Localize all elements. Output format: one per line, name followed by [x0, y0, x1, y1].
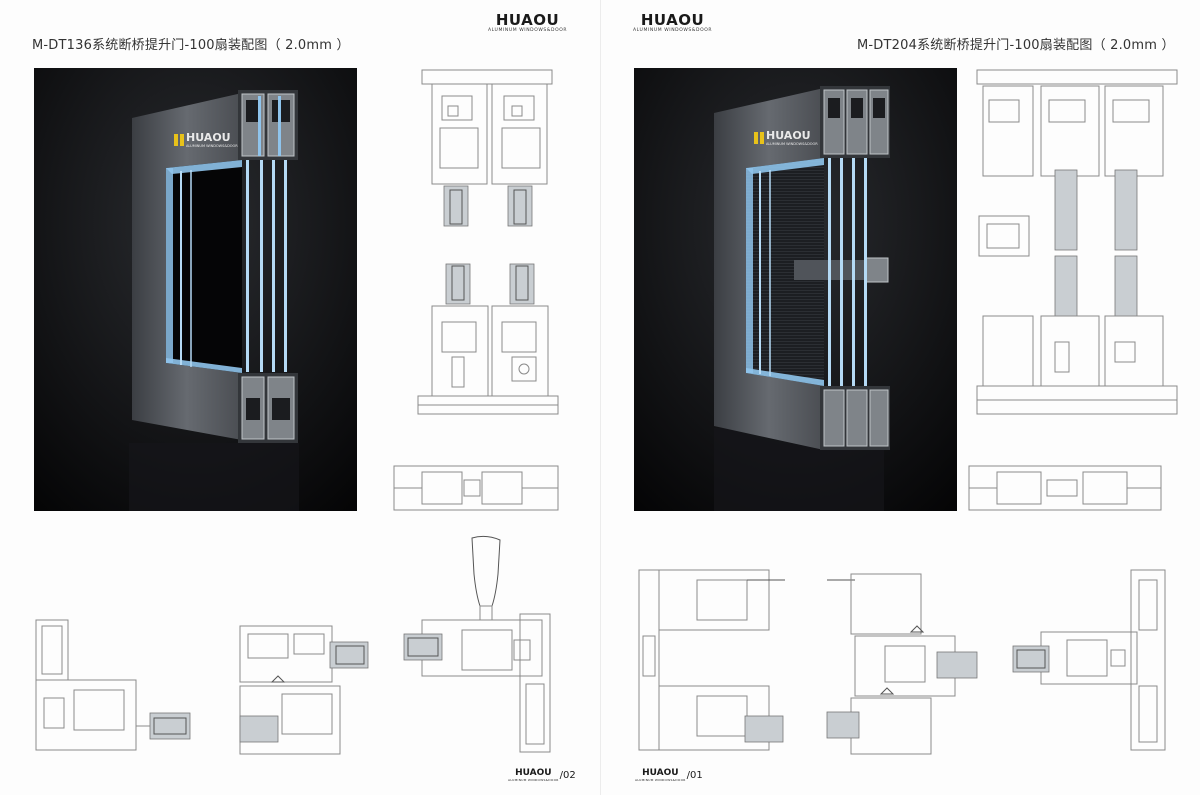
- section-drawing-meeting-stile: [392, 462, 560, 514]
- section-drawing-head: [412, 66, 562, 231]
- section-drawing-interlock: [238, 622, 370, 757]
- footer-tagline: ALUMINUM WINDOWS&DOOR: [635, 778, 686, 782]
- footer-tagline: ALUMINUM WINDOWS&DOOR: [508, 778, 559, 782]
- right-product-photo: HUAOU ALUMINUM WINDOWS&DOOR: [634, 68, 957, 511]
- left-page-title: M-DT136系统断桥提升门-100扇装配图（ 2.0mm ）: [32, 38, 350, 53]
- photo-logo-tagline: ALUMINUM WINDOWS&DOOR: [766, 142, 818, 146]
- footer-logo: HUAOU ALUMINUM WINDOWS&DOOR: [508, 768, 559, 782]
- photo-logo-wordmark: HUAOU: [186, 131, 231, 144]
- left-product-photo: HUAOU ALUMINUM WINDOWS&DOOR: [34, 68, 357, 511]
- brand-wordmark: HUAOU: [640, 11, 705, 29]
- section-drawing-handle: [402, 534, 562, 756]
- section-drawing-jamb-left: [637, 566, 787, 756]
- section-drawing-interlock: [825, 572, 985, 757]
- right-brand-logo: HUAOU ALUMINUM WINDOWS&DOOR: [633, 12, 712, 34]
- footer-wordmark: HUAOU: [515, 768, 552, 778]
- footer-wordmark: HUAOU: [642, 768, 679, 778]
- section-drawing-sill: [414, 262, 562, 422]
- right-page: HUAOU ALUMINUM WINDOWS&DOOR M-DT204系统断桥提…: [600, 0, 1200, 795]
- brand-tagline: ALUMINUM WINDOWS&DOOR: [488, 28, 568, 33]
- brand-tagline: ALUMINUM WINDOWS&DOOR: [633, 28, 713, 33]
- footer-logo: HUAOU ALUMINUM WINDOWS&DOOR: [635, 768, 686, 782]
- photo-logo: HUAOU ALUMINUM WINDOWS&DOOR: [766, 129, 818, 147]
- left-page-footer: HUAOU ALUMINUM WINDOWS&DOOR /02: [508, 768, 576, 782]
- left-brand-logo: HUAOU ALUMINUM WINDOWS&DOOR: [488, 12, 567, 34]
- right-page-title: M-DT204系统断桥提升门-100扇装配图（ 2.0mm ）: [857, 38, 1175, 53]
- photo-logo-tagline: ALUMINUM WINDOWS&DOOR: [186, 144, 238, 148]
- right-page-footer: HUAOU ALUMINUM WINDOWS&DOOR /01: [635, 768, 703, 782]
- photo-logo-wordmark: HUAOU: [766, 129, 811, 142]
- left-page: M-DT136系统断桥提升门-100扇装配图（ 2.0mm ） HUAOU AL…: [32, 12, 576, 782]
- section-drawing-meeting-stile: [967, 462, 1163, 514]
- section-drawing-handle: [1011, 566, 1171, 756]
- section-drawing-jamb-left: [34, 618, 194, 753]
- page-number: /01: [686, 770, 703, 781]
- brand-wordmark: HUAOU: [495, 11, 560, 29]
- photo-logo: HUAOU ALUMINUM WINDOWS&DOOR: [186, 131, 238, 149]
- page-number: /02: [559, 770, 576, 781]
- section-drawing-vertical: [975, 66, 1187, 418]
